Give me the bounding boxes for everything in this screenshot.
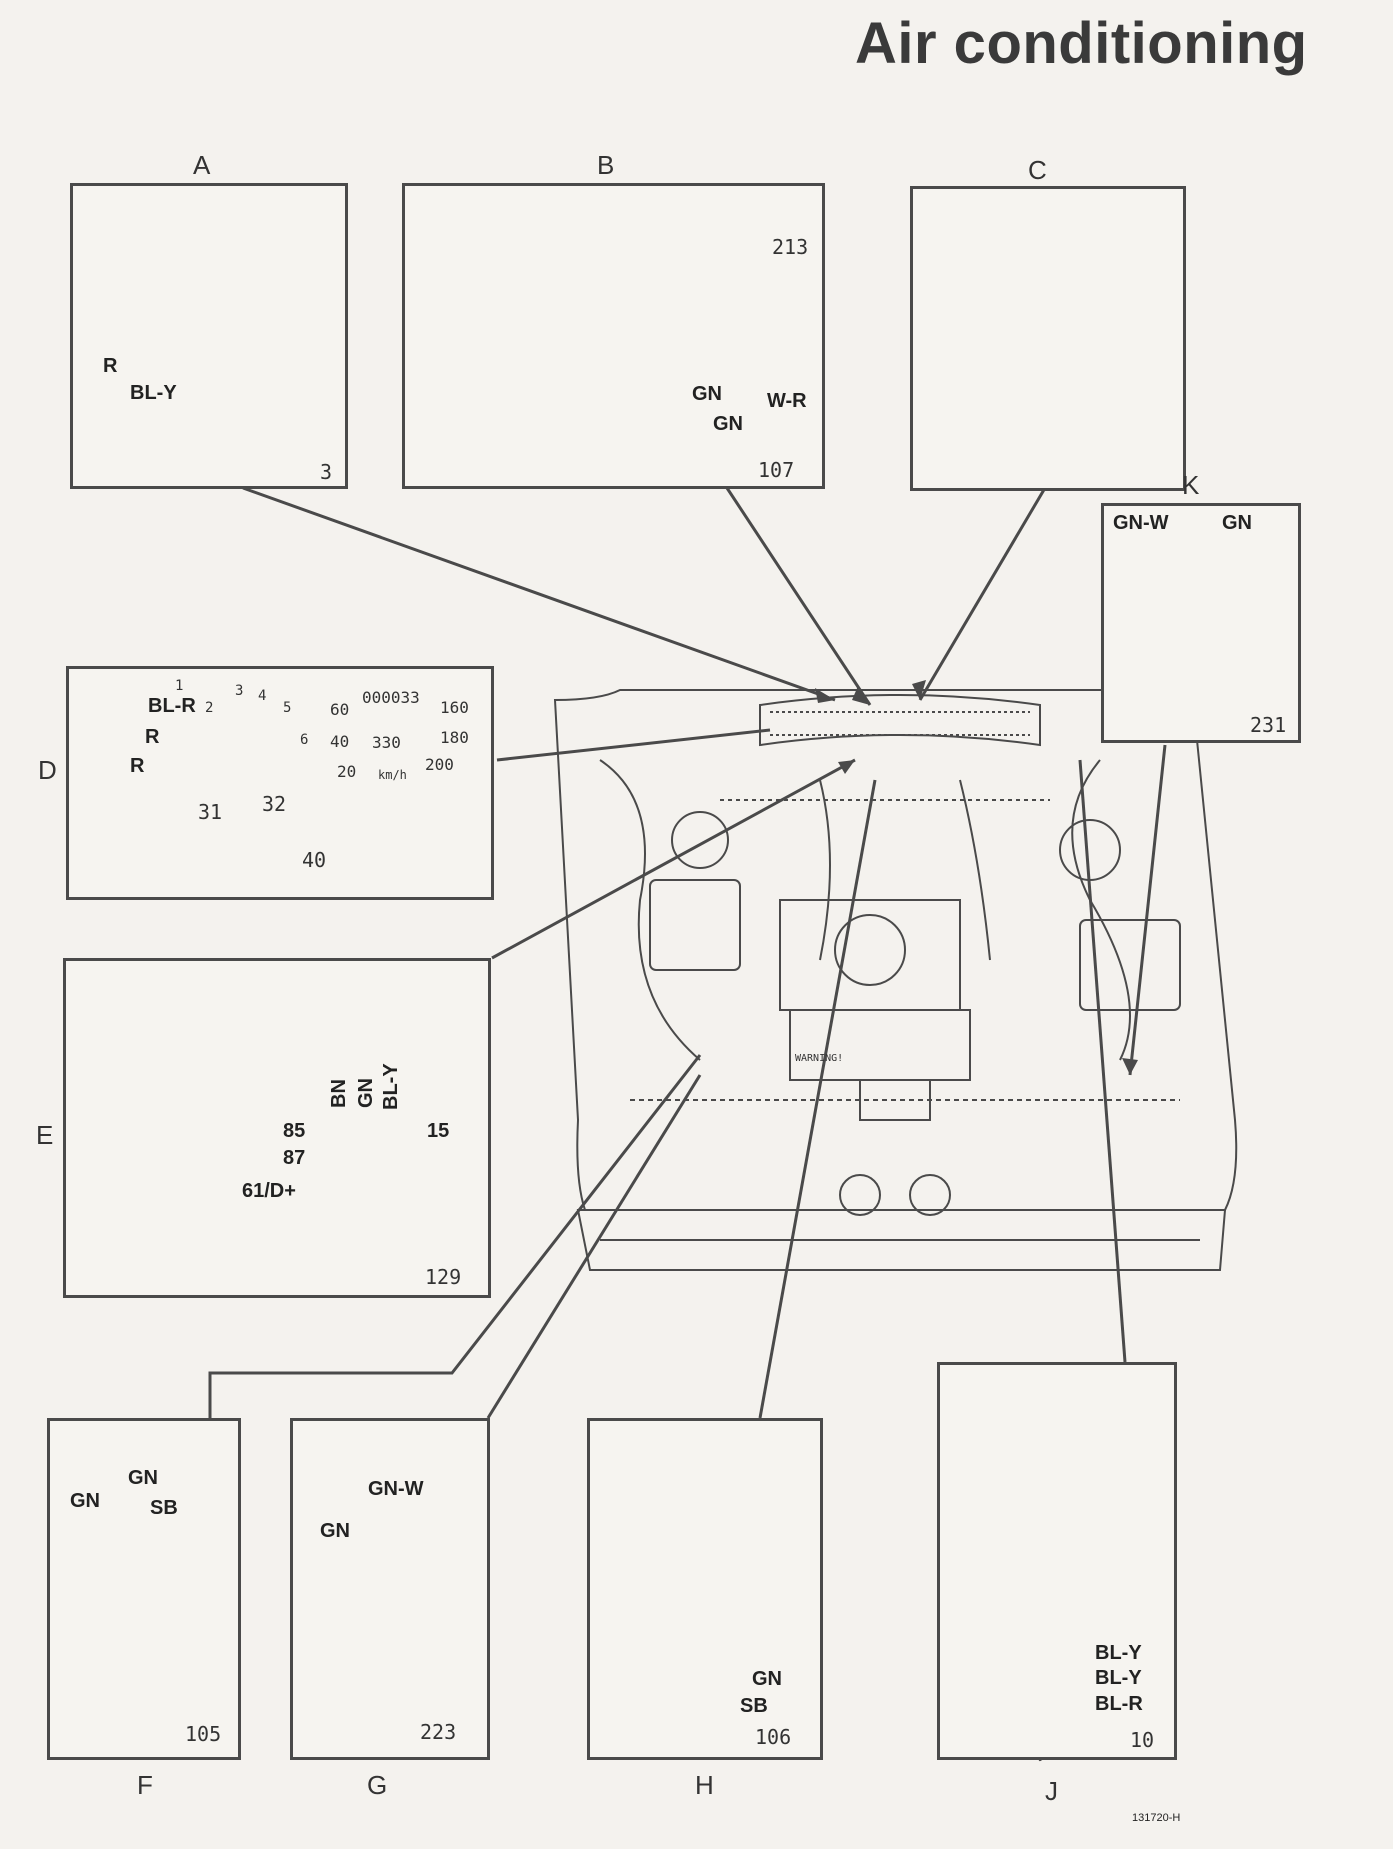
panel-g-wire-gn-w: GN-W (368, 1478, 424, 1500)
panel-f-number: 105 (185, 1722, 222, 1746)
panel-d-ref-32: 32 (262, 792, 287, 816)
panel-e-number: 129 (425, 1265, 462, 1289)
panel-b-frame (402, 183, 825, 489)
panel-a-wire-r: R (103, 355, 118, 377)
panel-g-letter: G (367, 1770, 388, 1800)
panel-k-number: 231 (1250, 713, 1287, 737)
engine-bay-illustration (553, 689, 1238, 1271)
panel-f-wire-sb: SB (150, 1497, 178, 1519)
panel-e-wire-gn: GN (355, 1078, 377, 1108)
panel-e-terminal-85: 85 (283, 1120, 306, 1142)
panel-a-letter: A (193, 150, 211, 180)
panel-d-letter: D (38, 755, 57, 785)
leader-lines (208, 486, 1167, 1419)
panel-d-trip: 330 (372, 733, 401, 752)
panel-k-wire-gn: GN (1222, 512, 1252, 534)
panel-b-wire-gn-2: GN (713, 413, 743, 435)
panel-d-speed-200: 200 (425, 755, 454, 774)
panel-h-wire-sb: SB (740, 1695, 768, 1717)
engine-warning-label: WARNING! (795, 1053, 844, 1064)
panel-d-rpm-4: 4 (258, 688, 267, 704)
panel-c-frame (910, 186, 1186, 491)
panel-d-ref-31: 31 (198, 800, 223, 824)
panel-d-speed-40: 40 (330, 732, 350, 751)
panel-k-wire-gn-w: GN-W (1113, 512, 1169, 534)
panel-k-frame (1101, 503, 1301, 743)
panel-d-speed-160: 160 (440, 698, 469, 717)
panel-h-frame (587, 1418, 823, 1760)
panel-e-wire-bn: BN (328, 1079, 350, 1108)
panel-e-terminal-87: 87 (283, 1147, 306, 1169)
panel-d-odometer: 000033 (362, 688, 420, 707)
panel-j-wire-bl-y-2: BL-Y (1095, 1667, 1142, 1689)
panel-e-frame (63, 958, 491, 1298)
panel-d-rpm-5: 5 (283, 700, 292, 716)
panel-j-letter: J (1045, 1776, 1058, 1806)
panel-d-wire-r-2: R (130, 755, 145, 777)
panel-b-wire-w-r: W-R (767, 390, 807, 412)
panel-a-frame (70, 183, 348, 489)
figure-code: 131720-H (1132, 1812, 1181, 1824)
panel-e-letter: E (36, 1120, 54, 1150)
panel-b-component-ref: 213 (772, 235, 809, 259)
panel-c-letter: C (1028, 155, 1047, 185)
panel-d-speed-180: 180 (440, 728, 469, 747)
panel-e-terminal-61-d: 61/D+ (242, 1180, 296, 1202)
panel-e-wire-bl-y: BL-Y (380, 1063, 402, 1110)
page-title: Air conditioning (855, 11, 1308, 76)
panel-b-number: 107 (758, 458, 795, 482)
panel-j-number: 10 (1130, 1728, 1155, 1752)
panel-g-frame (290, 1418, 490, 1760)
panel-j-wire-bl-r: BL-R (1095, 1693, 1143, 1715)
panel-h-letter: H (695, 1770, 714, 1800)
panel-f-wire-gn-1: GN (70, 1490, 100, 1512)
panel-b-wire-gn-1: GN (692, 383, 722, 405)
panel-d-frame (66, 666, 494, 900)
panel-f-letter: F (137, 1770, 153, 1800)
panel-h-wire-gn: GN (752, 1668, 782, 1690)
panel-d-speed-60: 60 (330, 700, 350, 719)
panel-a-number: 3 (320, 460, 333, 484)
panel-b-letter: B (597, 150, 615, 180)
panel-g-number: 223 (420, 1720, 457, 1744)
panel-f-frame (47, 1418, 241, 1760)
panel-k-letter: K (1182, 470, 1200, 500)
panel-d-wire-bl-r: BL-R (148, 695, 196, 717)
panel-d-number: 40 (302, 848, 327, 872)
panel-h-number: 106 (755, 1725, 792, 1749)
panel-d-rpm-2: 2 (205, 700, 214, 716)
panel-d-wire-r-1: R (145, 726, 160, 748)
panel-d-speed-unit: km/h (378, 768, 407, 782)
panel-d-speed-20: 20 (337, 762, 357, 781)
panel-e-terminal-15: 15 (427, 1120, 450, 1142)
panel-j-wire-bl-y-1: BL-Y (1095, 1642, 1142, 1664)
panel-d-rpm-1: 1 (175, 678, 184, 694)
panel-a-wire-bl-y: BL-Y (130, 382, 177, 404)
panel-d-rpm-6: 6 (300, 732, 309, 748)
panel-f-wire-gn-2: GN (128, 1467, 158, 1489)
panel-j-frame (937, 1362, 1177, 1760)
panel-g-wire-gn: GN (320, 1520, 350, 1542)
panel-d-rpm-3: 3 (235, 683, 244, 699)
